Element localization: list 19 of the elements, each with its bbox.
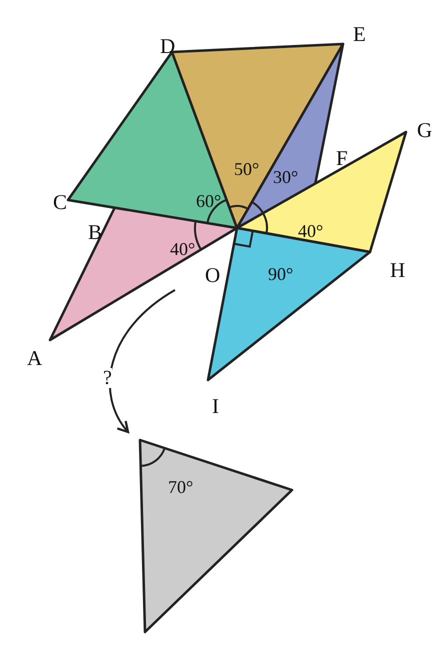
- point-label: F: [336, 148, 348, 169]
- point-label: D: [160, 36, 176, 57]
- curved-arrow: [108, 289, 176, 434]
- angle-label: 30°: [273, 168, 298, 186]
- point-label: E: [353, 24, 366, 45]
- angle-label: 70°: [168, 478, 194, 496]
- point-label: O: [205, 265, 220, 286]
- point-label: B: [88, 222, 102, 243]
- point-label: I: [212, 396, 219, 417]
- point-label: C: [53, 192, 68, 213]
- point-label: A: [27, 348, 42, 369]
- edge-label: ?: [103, 368, 112, 388]
- point-label: G: [417, 120, 432, 141]
- angle-label: 60°: [196, 192, 222, 210]
- angle-label: 40°: [170, 240, 196, 258]
- angle-label: 40°: [298, 222, 324, 240]
- angle-label: 50°: [234, 160, 260, 178]
- point-label: H: [390, 260, 406, 281]
- angle-label: 90°: [268, 265, 294, 283]
